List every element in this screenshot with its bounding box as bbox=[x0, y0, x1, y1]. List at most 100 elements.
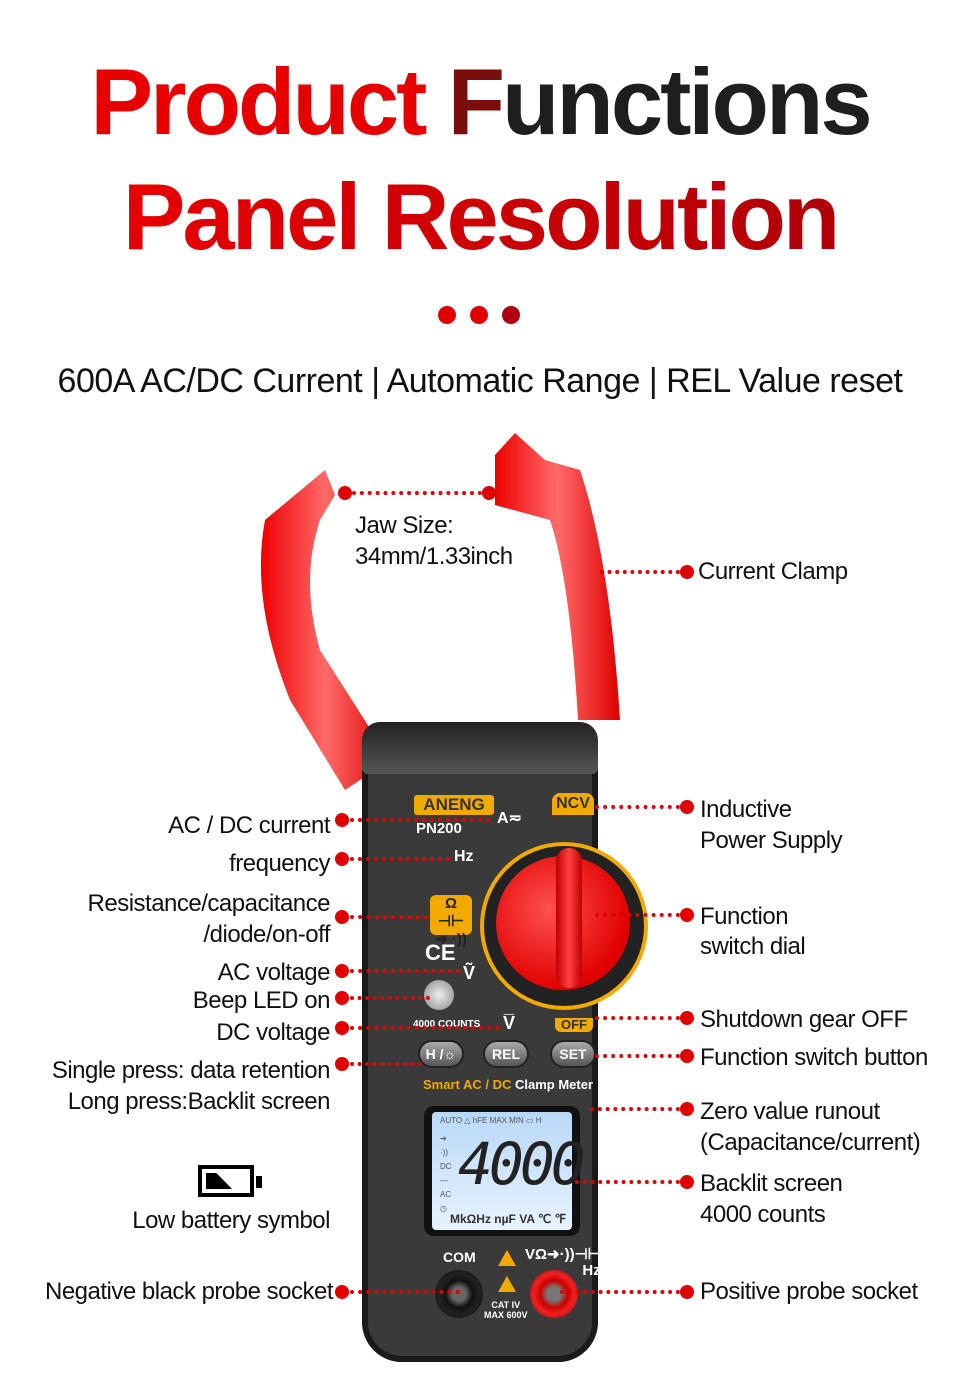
dc-indicator: DC bbox=[440, 1162, 452, 1171]
leader-line bbox=[350, 915, 428, 919]
label-resistance: Resistance/capacitance bbox=[87, 890, 331, 917]
ncv-mark: NCV bbox=[552, 793, 594, 815]
label-negative-socket: Negative black probe socket bbox=[45, 1278, 334, 1305]
dot bbox=[680, 1175, 694, 1189]
label-power-supply: Power Supply bbox=[700, 827, 843, 854]
label-inductive: Inductive bbox=[700, 796, 792, 823]
leader-line bbox=[595, 805, 680, 809]
label-backlit-screen: Backlit screen bbox=[700, 1170, 843, 1197]
com-label: COM bbox=[443, 1249, 476, 1265]
page-title-line2: Panel Resolution bbox=[0, 163, 960, 271]
dial-mark-hz: Hz bbox=[454, 848, 474, 865]
lcd-status-row: AUTO △ hFE MAX MIN ▭ H bbox=[440, 1116, 542, 1125]
auto-off-indicator: ◷ bbox=[440, 1204, 447, 1213]
label-backlit-long-press: Long press:Backlit screen bbox=[67, 1088, 331, 1115]
leader-line bbox=[350, 969, 460, 973]
positive-symbols: VΩ➜·))⊣⊢ bbox=[525, 1246, 601, 1263]
label-ac-dc-current: AC / DC current bbox=[168, 812, 330, 839]
label-diode: /diode/on-off bbox=[203, 921, 331, 948]
positive-hz: Hz bbox=[582, 1262, 601, 1279]
diode-indicator: ➜ bbox=[440, 1134, 447, 1143]
label-data-retention: Single press: data retention bbox=[51, 1057, 331, 1084]
lcd-reading: 4000 bbox=[458, 1130, 586, 1198]
warning-shock-icon bbox=[498, 1250, 516, 1266]
leader-line bbox=[575, 1180, 680, 1184]
jaw-dot-right bbox=[482, 486, 496, 500]
label-shutdown-off: Shutdown gear OFF bbox=[700, 1006, 908, 1033]
title-f: F bbox=[447, 49, 505, 154]
jaw-dot-left bbox=[338, 486, 352, 500]
leader-line bbox=[350, 996, 430, 1000]
label-low-battery: Low battery symbol bbox=[132, 1207, 330, 1234]
set-button[interactable]: SET bbox=[552, 1042, 594, 1066]
label-function-switch-button: Function switch button bbox=[700, 1044, 928, 1071]
dot bbox=[680, 1102, 694, 1116]
dot bbox=[680, 1011, 694, 1025]
label-ac-voltage: AC voltage bbox=[217, 959, 331, 986]
leader-line bbox=[595, 1016, 680, 1020]
dial-mark-dcv: V̅ bbox=[503, 1013, 516, 1033]
tagline-colored: Smart AC / DC bbox=[423, 1077, 515, 1092]
leader-line bbox=[560, 1290, 680, 1294]
tagline-white: Clamp Meter bbox=[514, 1077, 594, 1092]
lcd-units: MkΩHz nµF VA ℃ ℉ bbox=[450, 1212, 567, 1226]
meter-top-cap bbox=[362, 722, 598, 774]
hold-backlight-button[interactable]: H /☼ bbox=[420, 1042, 462, 1066]
leader-line bbox=[590, 1107, 680, 1111]
positive-terminal-label: VΩ➜·))⊣⊢Hz bbox=[525, 1247, 601, 1279]
label-beep-led: Beep LED on bbox=[192, 987, 331, 1014]
clamp-line bbox=[600, 570, 680, 574]
clamp-dot bbox=[680, 565, 694, 579]
dot bbox=[335, 852, 349, 866]
dot bbox=[335, 1057, 349, 1071]
dot bbox=[335, 1285, 349, 1299]
jaw-size-label: Jaw Size: bbox=[355, 512, 454, 539]
positive-probe-socket[interactable] bbox=[530, 1270, 578, 1318]
dot bbox=[680, 908, 694, 922]
lcd-side-indicators: ➜ ·)) DC — AC ◷ bbox=[440, 1132, 452, 1216]
decorative-dots bbox=[438, 306, 520, 324]
title-unctions: unctions bbox=[502, 49, 873, 154]
label-switch-dial: switch dial bbox=[700, 933, 806, 960]
label-zero-runout: Zero value runout bbox=[700, 1098, 880, 1125]
beep-led-icon bbox=[424, 980, 454, 1010]
dot bbox=[335, 964, 349, 978]
max-voltage: MAX 600V bbox=[484, 1310, 528, 1320]
leader-line bbox=[350, 857, 450, 861]
label-capacitance-current: (Capacitance/current) bbox=[700, 1129, 921, 1156]
title-product: Product bbox=[90, 49, 448, 154]
cat-iv: CAT IV bbox=[491, 1300, 521, 1310]
label-positive-socket: Positive probe socket bbox=[700, 1278, 918, 1305]
resistance-badge: Ω ⊣⊢ ➜ ·)) bbox=[430, 895, 472, 948]
leader-line bbox=[350, 1062, 422, 1066]
ce-mark: CE bbox=[425, 940, 456, 965]
leader-line bbox=[350, 1026, 500, 1030]
leader-line bbox=[595, 1054, 680, 1058]
jaw-size-value: 34mm/1.33inch bbox=[355, 543, 513, 570]
continuity-indicator: ·)) bbox=[440, 1148, 448, 1157]
current-clamp-label: Current Clamp bbox=[698, 558, 848, 585]
low-battery-icon bbox=[198, 1165, 262, 1197]
tagline: Smart AC / DC Clamp Meter bbox=[423, 1077, 593, 1092]
jaw-dotted-line bbox=[352, 491, 482, 495]
negative-probe-socket[interactable] bbox=[435, 1270, 483, 1318]
label-frequency: frequency bbox=[229, 850, 330, 877]
leader-line bbox=[350, 818, 490, 822]
dial-knob-pointer[interactable] bbox=[556, 848, 582, 988]
dial-mark-amps: A≂ bbox=[497, 810, 522, 827]
counts-label: 4000 COUNTS bbox=[413, 1019, 481, 1030]
leader-line bbox=[595, 913, 680, 917]
leader-line bbox=[350, 1290, 460, 1294]
warning-caution-icon bbox=[498, 1276, 516, 1292]
model-number: PN200 bbox=[416, 820, 462, 837]
dot bbox=[335, 991, 349, 1005]
ac-indicator: AC bbox=[440, 1190, 452, 1199]
dot bbox=[335, 813, 349, 827]
lcd-screen bbox=[432, 1112, 572, 1230]
minus-indicator: — bbox=[440, 1176, 448, 1185]
off-mark: OFF bbox=[555, 1018, 593, 1032]
label-function: Function bbox=[700, 903, 789, 930]
rel-button[interactable]: REL bbox=[485, 1042, 527, 1066]
